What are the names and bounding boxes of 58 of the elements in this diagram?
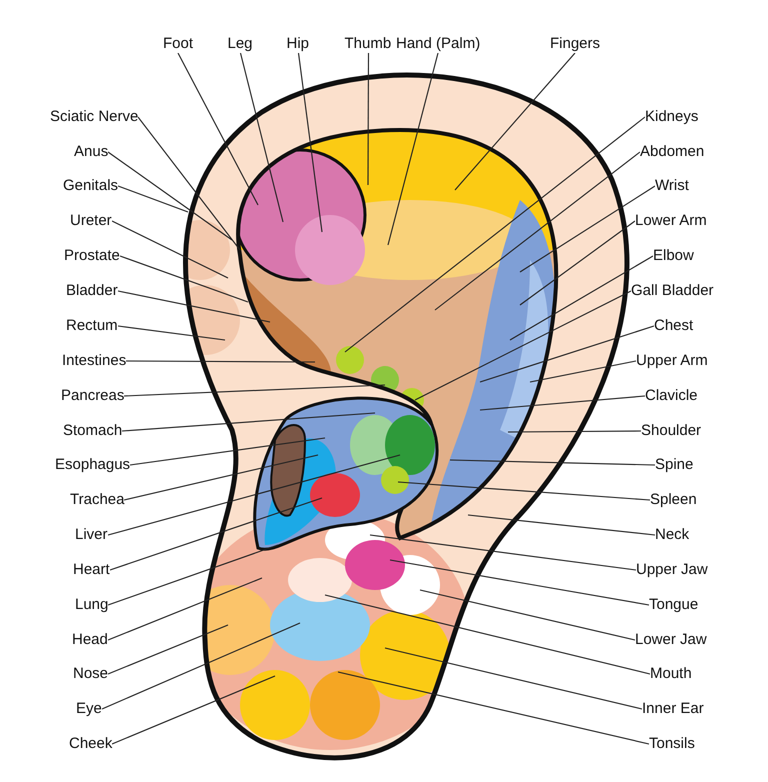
leader-line bbox=[530, 360, 636, 383]
leader-line bbox=[338, 671, 650, 745]
leader-line bbox=[108, 624, 228, 674]
leader-line bbox=[124, 384, 386, 397]
leader-line bbox=[108, 544, 278, 606]
leader-line bbox=[118, 325, 226, 341]
leader-line bbox=[468, 514, 656, 536]
leader-line bbox=[420, 589, 636, 641]
leader-line bbox=[414, 290, 632, 400]
leader-line bbox=[240, 52, 284, 222]
leader-line bbox=[454, 52, 576, 190]
part-label: Hip bbox=[286, 35, 310, 53]
leader-line bbox=[122, 412, 376, 432]
part-label: Upper Arm bbox=[636, 352, 708, 370]
leader-line bbox=[370, 534, 636, 571]
leader-line bbox=[130, 437, 326, 466]
part-label: Fingers bbox=[550, 35, 600, 53]
part-label: Esophagus bbox=[55, 456, 130, 474]
leader-line bbox=[138, 116, 240, 250]
part-label: Hand (Palm) bbox=[396, 35, 480, 53]
leader-line bbox=[344, 116, 646, 352]
leader-line bbox=[367, 53, 370, 185]
leader-line bbox=[450, 459, 656, 466]
leader-line bbox=[112, 220, 228, 278]
part-label: Upper Jaw bbox=[636, 561, 708, 579]
part-label: Eye bbox=[76, 700, 102, 718]
part-label: Leg bbox=[228, 35, 253, 53]
leader-line bbox=[118, 290, 270, 323]
part-label: Tongue bbox=[649, 596, 698, 614]
leader-line bbox=[108, 578, 262, 640]
leader-line bbox=[510, 256, 654, 340]
leader-line bbox=[108, 152, 232, 240]
leader-line bbox=[520, 186, 656, 272]
leader-line bbox=[434, 152, 640, 310]
leader-line bbox=[108, 454, 400, 536]
part-label: Lung bbox=[75, 596, 108, 614]
leader-line bbox=[324, 594, 650, 675]
part-label: Foot bbox=[163, 35, 194, 53]
leader-line bbox=[110, 497, 322, 571]
leader-line bbox=[480, 325, 654, 383]
leader-line bbox=[120, 255, 248, 303]
leader-line bbox=[480, 395, 646, 411]
leader-line bbox=[124, 454, 318, 501]
leader-line bbox=[126, 360, 315, 363]
leader-line bbox=[508, 430, 641, 433]
leader-line bbox=[390, 559, 650, 606]
part-label: Spleen bbox=[650, 491, 697, 509]
leader-line bbox=[387, 52, 439, 246]
leader-line bbox=[298, 52, 323, 232]
leader-line bbox=[178, 52, 258, 206]
leader-line bbox=[520, 220, 636, 306]
part-label: Kidneys bbox=[645, 108, 698, 126]
part-label: Spine bbox=[655, 456, 694, 474]
leader-line bbox=[398, 481, 650, 501]
leader-line bbox=[112, 676, 276, 744]
leader-line bbox=[384, 647, 642, 710]
leader-line bbox=[102, 622, 300, 710]
leader-line bbox=[118, 185, 188, 213]
